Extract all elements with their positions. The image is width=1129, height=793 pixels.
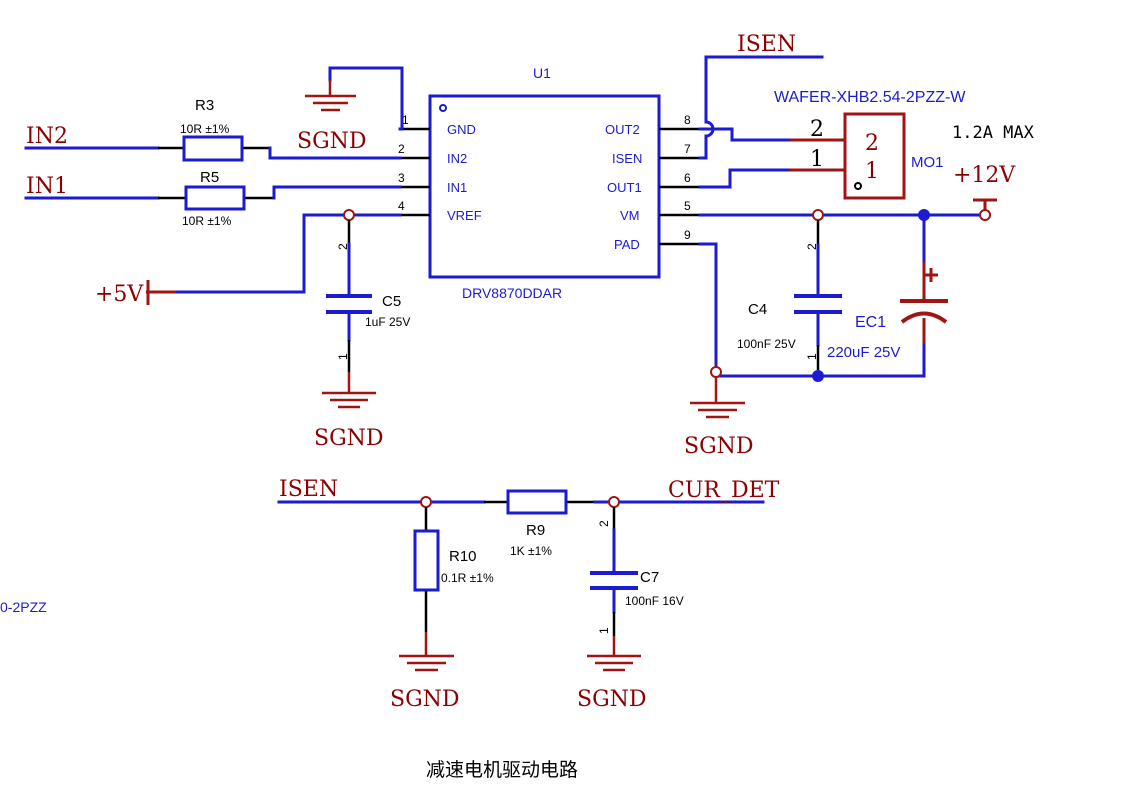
pin-name-in1: IN1 (447, 180, 467, 195)
resistor-r9[interactable]: R9 1K ±1% (506, 489, 568, 558)
capacitor-c5-value: 1uF 25V (365, 315, 410, 329)
capacitor-c4-value: 100nF 25V (737, 337, 796, 351)
connector-mo1[interactable]: 2 1 2 1 WAFER-XHB2.54-2PZZ-W MO1 1.2A MA… (774, 89, 1035, 200)
pin-num-6: 6 (684, 171, 691, 185)
net-label-isen-top: ISEN (737, 32, 796, 57)
capacitor-c5-pin2: 2 (336, 243, 350, 250)
resistor-r10-ref: R10 (449, 548, 477, 565)
pin-num-9: 9 (684, 228, 691, 242)
resistor-r9-body (506, 489, 568, 515)
connector-pin1-marker (854, 182, 862, 190)
pin-name-gnd: GND (447, 122, 476, 137)
net-label-cur-det: CUR_DET (668, 478, 780, 503)
net-label-in1: IN1 (26, 174, 68, 199)
connector-mo1-ref: MO1 (911, 154, 944, 171)
u1-gnd-net: SGND (297, 66, 404, 154)
pin-num-1: 1 (402, 113, 409, 127)
isen-sense-net: ISEN CUR_DET SGND SGND (277, 477, 780, 712)
ic-u1-body (428, 94, 661, 279)
sgnd-label-1: SGND (297, 129, 367, 154)
resistor-r3-ref: R3 (195, 97, 214, 114)
vm-net: +12V SGND (684, 163, 1016, 459)
pin-num-2: 2 (398, 142, 405, 156)
capacitor-c7-ref: C7 (640, 569, 659, 586)
in2-net: IN2 (24, 124, 402, 160)
junction-vref (343, 209, 355, 221)
junction-gnd-bus (812, 370, 824, 382)
pin-name-out1: OUT1 (607, 180, 642, 195)
resistor-r5-body (184, 185, 246, 211)
net-label-12v: +12V (953, 163, 1016, 188)
capacitor-c5[interactable]: 2 1 C5 1uF 25V (326, 243, 410, 360)
pin-name-vm: VM (620, 208, 640, 223)
net-label-in2: IN2 (26, 124, 68, 149)
junction-pad (710, 366, 722, 378)
pin-num-3: 3 (398, 171, 405, 185)
in1-net: IN1 (24, 174, 402, 200)
resistor-r5-ref: R5 (200, 169, 219, 186)
pin-num-7: 7 (684, 142, 691, 156)
resistor-r3[interactable]: R3 10R ±1% (180, 97, 244, 162)
connector-pin1-num: 1 (810, 147, 824, 172)
capacitor-c4-ref: C4 (748, 301, 767, 318)
motor-output-nets: ISEN (698, 32, 845, 189)
resistor-r3-body (182, 135, 244, 162)
pin-num-4: 4 (398, 199, 405, 213)
pin-name-isen: ISEN (612, 151, 642, 166)
connector-pin1-inner: 1 (865, 159, 879, 184)
connector-mo1-part: WAFER-XHB2.54-2PZZ-W (774, 89, 966, 106)
junction-12v (979, 209, 991, 221)
junction-r10 (420, 496, 432, 508)
net-label-5v: +5V (95, 282, 144, 307)
capacitor-c7-pin1: 1 (597, 627, 611, 634)
ic-u1[interactable]: U1 DRV8870DDAR 1 2 3 4 GND IN2 IN1 VREF … (398, 65, 700, 301)
capacitor-c4[interactable]: 2 1 C4 100nF 25V (737, 243, 842, 360)
connector-pin2-inner: 2 (865, 131, 879, 156)
vref-net: +5V SGND (95, 209, 402, 451)
capacitor-c7[interactable]: 2 1 C7 100nF 16V (590, 520, 684, 634)
capacitor-ec1-ref: EC1 (855, 314, 886, 331)
pin1-marker (439, 104, 447, 112)
capacitor-c4-pin2: 2 (805, 243, 819, 250)
connector-pin2-num: 2 (810, 117, 824, 142)
resistor-r10-body (413, 529, 440, 592)
partial-part-label: 0-2PZZ (0, 599, 47, 615)
pin-name-vref: VREF (447, 208, 482, 223)
sgnd-label-4: SGND (390, 687, 460, 712)
capacitor-c5-ref: C5 (382, 293, 401, 310)
ic-u1-part: DRV8870DDAR (462, 285, 562, 301)
capacitor-c5-pin1: 1 (336, 353, 350, 360)
connector-mo1-body (843, 112, 906, 200)
net-label-isen-bottom: ISEN (279, 477, 338, 502)
resistor-r9-value: 1K ±1% (510, 544, 552, 558)
sgnd-label-3: SGND (684, 434, 754, 459)
pin-num-8: 8 (684, 113, 691, 127)
sgnd-label-2: SGND (314, 426, 384, 451)
resistor-r5[interactable]: R5 10R ±1% (182, 169, 246, 228)
capacitor-ec1-value: 220uF 25V (827, 344, 900, 361)
resistor-r10[interactable]: R10 0.1R ±1% (413, 529, 494, 592)
connector-rating: 1.2A MAX (952, 123, 1035, 143)
pin-num-5: 5 (684, 199, 691, 213)
capacitor-ec1[interactable]: EC1 220uF 25V (827, 268, 948, 361)
junction-c7 (608, 496, 620, 508)
capacitor-c7-pin2: 2 (597, 520, 611, 527)
pin-name-in2: IN2 (447, 151, 467, 166)
resistor-r9-ref: R9 (526, 522, 545, 539)
resistor-r10-value: 0.1R ±1% (441, 571, 494, 585)
diagram-caption: 减速电机驱动电路 (426, 759, 578, 781)
resistor-r5-value: 10R ±1% (182, 214, 232, 228)
resistor-r3-value: 10R ±1% (180, 122, 230, 136)
capacitor-c4-pin1: 1 (805, 353, 819, 360)
junction-c4-top (812, 209, 824, 221)
capacitor-c7-value: 100nF 16V (625, 594, 684, 608)
ic-u1-ref: U1 (533, 65, 551, 81)
pin-name-out2: OUT2 (605, 122, 640, 137)
pin-name-pad: PAD (614, 237, 640, 252)
sgnd-label-5: SGND (577, 687, 647, 712)
capacitor-ec1-plate-neg (900, 311, 948, 324)
